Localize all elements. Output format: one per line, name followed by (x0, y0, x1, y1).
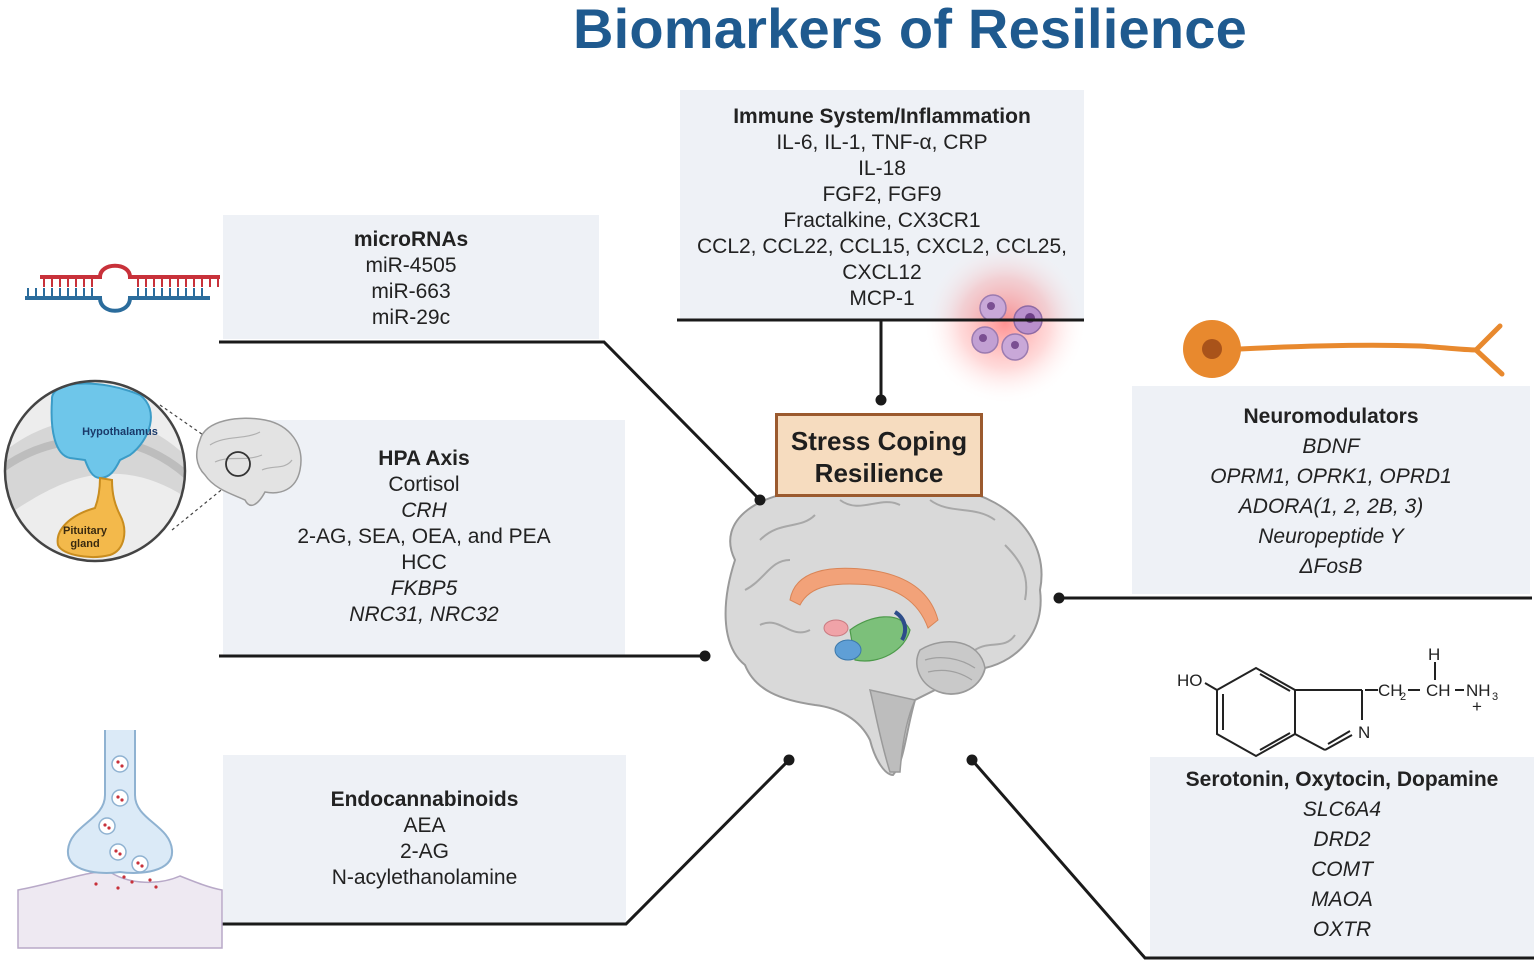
hpa-item: CRH (401, 499, 447, 522)
immune-item: Fractalkine, CX3CR1 (783, 209, 981, 232)
serotonin-heading: Serotonin, Oxytocin, Dopamine (1185, 768, 1499, 791)
chem-plus: + (1472, 697, 1482, 716)
connectors (219, 318, 1534, 960)
neuromodulators-heading: Neuromodulators (1243, 405, 1419, 428)
center-label-line1: Stress Coping (790, 426, 968, 456)
center-label-line2: Resilience (814, 458, 944, 488)
hpa-item: Cortisol (388, 473, 460, 496)
pituitary-label-line2: gland (70, 538, 99, 550)
neuromodulators-item: Neuropeptide Y (1258, 525, 1404, 548)
microrna-illustration (25, 263, 220, 313)
chem-nh3: NH (1466, 681, 1491, 700)
neuromodulators-item: OPRM1, OPRK1, OPRD1 (1210, 465, 1452, 488)
neuron-illustration (1183, 320, 1505, 378)
serotonin-item: OXTR (1312, 918, 1372, 941)
pituitary-label-line1: Pituitary (63, 525, 108, 537)
chem-nh3-sub: 3 (1492, 691, 1498, 703)
chemical-labels: HO H CH 2 CH NH 3 + N (1177, 645, 1498, 742)
stress-coping-box: Stress Coping Resilience (775, 413, 983, 497)
hpa-illustration: Hypothalamus Pituitary gland (3, 379, 302, 563)
immune-panel: Immune System/Inflammation IL-6, IL-1, T… (680, 90, 1084, 320)
page-title: Biomarkers of Resilience (573, 0, 1247, 60)
endocannabinoids-panel: Endocannabinoids AEA 2-AG N-acylethanola… (223, 755, 626, 923)
hpa-item: HCC (401, 551, 447, 574)
serotonin-item: COMT (1311, 858, 1373, 881)
neuromodulators-panel: Neuromodulators BDNF OPRM1, OPRK1, OPRD1… (1132, 386, 1530, 594)
synapse-illustration (17, 730, 223, 949)
chem-ch: CH (1426, 681, 1451, 700)
chem-n: N (1358, 723, 1370, 742)
chemical-structure (1204, 662, 1464, 758)
chem-ch2-sub: 2 (1400, 691, 1406, 703)
microrna-item: miR-29c (371, 306, 451, 329)
hpa-item: FKBP5 (390, 577, 458, 600)
endocannabinoids-item: 2-AG (399, 840, 449, 863)
microrna-item: miR-4505 (365, 254, 457, 277)
endocannabinoids-item: N-acylethanolamine (331, 866, 518, 889)
serotonin-item: DRD2 (1313, 828, 1371, 851)
hpa-heading: HPA Axis (378, 447, 470, 470)
serotonin-item: MAOA (1311, 888, 1373, 911)
chem-ch2: CH (1378, 681, 1403, 700)
serotonin-panel: Serotonin, Oxytocin, Dopamine SLC6A4 DRD… (1150, 757, 1534, 957)
serotonin-item: SLC6A4 (1302, 798, 1382, 821)
neuromodulators-item: ADORA(1, 2, 2B, 3) (1238, 495, 1424, 518)
brain-illustration (724, 475, 1043, 777)
immune-heading: Immune System/Inflammation (733, 105, 1031, 128)
immune-item: FGF2, FGF9 (822, 183, 942, 206)
immune-item: IL-6, IL-1, TNF-α, CRP (776, 131, 988, 154)
microrna-heading: microRNAs (353, 228, 469, 251)
immune-item: CXCL12 (842, 261, 922, 284)
neuromodulators-item: ΔFosB (1299, 555, 1363, 578)
endocannabinoids-heading: Endocannabinoids (330, 788, 519, 811)
hpa-item: 2-AG, SEA, OEA, and PEA (297, 525, 551, 548)
endocannabinoids-item: AEA (403, 814, 446, 837)
immune-cells-illustration (923, 241, 1087, 405)
hpa-item: NRC31, NRC32 (349, 603, 499, 626)
connector-dots (699, 394, 1065, 766)
microrna-item: miR-663 (371, 280, 451, 303)
microrna-panel: microRNAs miR-4505 miR-663 miR-29c (223, 215, 599, 339)
chem-h: H (1428, 645, 1440, 664)
chem-ho: HO (1177, 671, 1203, 690)
hypothalamus-label: Hypothalamus (82, 426, 158, 438)
immune-item: MCP-1 (849, 287, 915, 310)
immune-item: IL-18 (858, 157, 906, 180)
neuromodulators-item: BDNF (1302, 435, 1360, 458)
